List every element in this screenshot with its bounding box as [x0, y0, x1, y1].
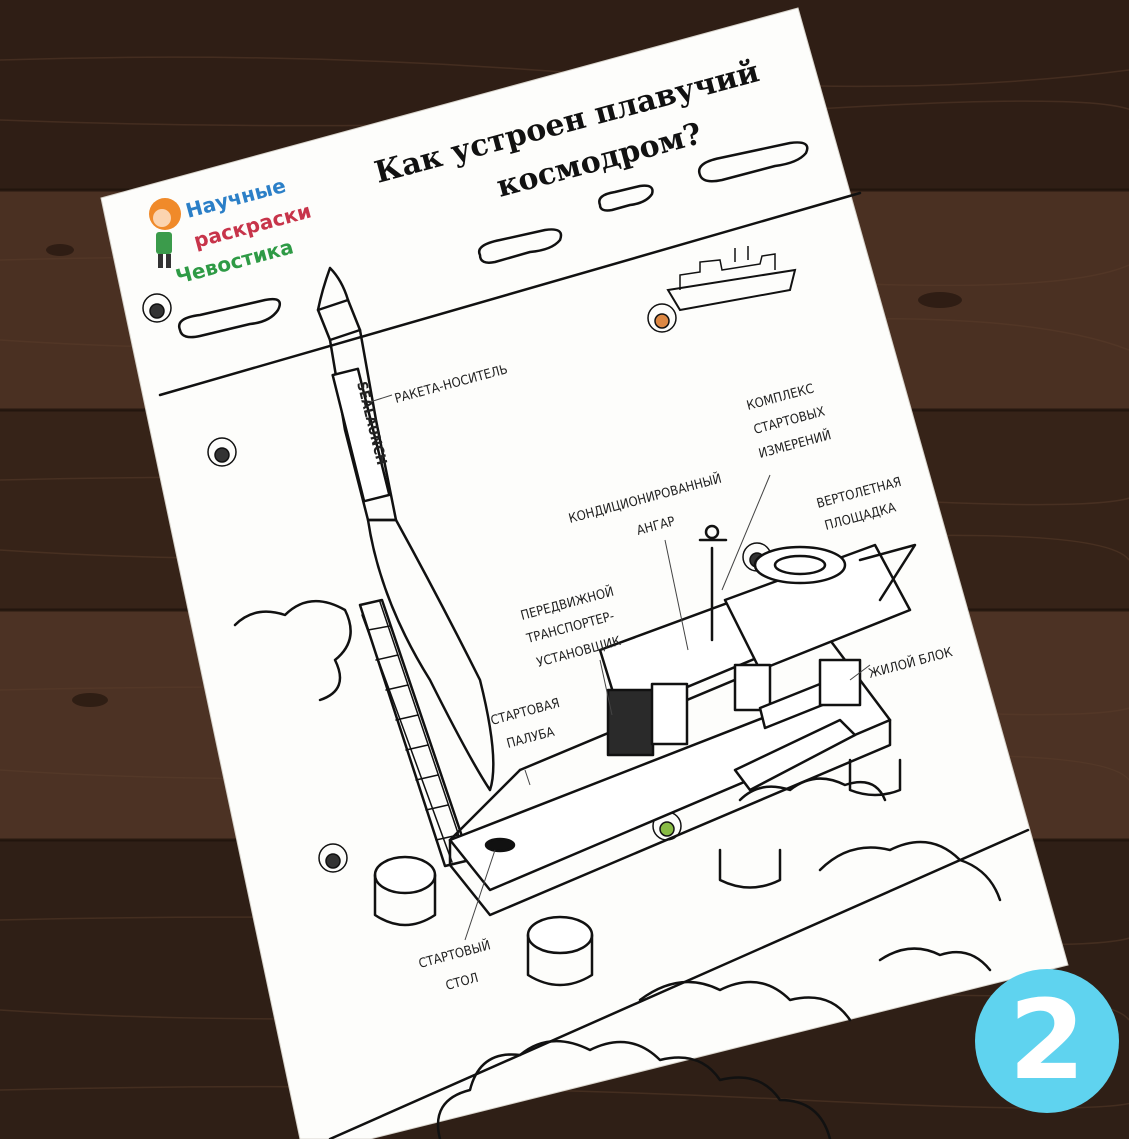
- page-number-badge: 2: [972, 966, 1122, 1116]
- page-number: 2: [1009, 976, 1086, 1104]
